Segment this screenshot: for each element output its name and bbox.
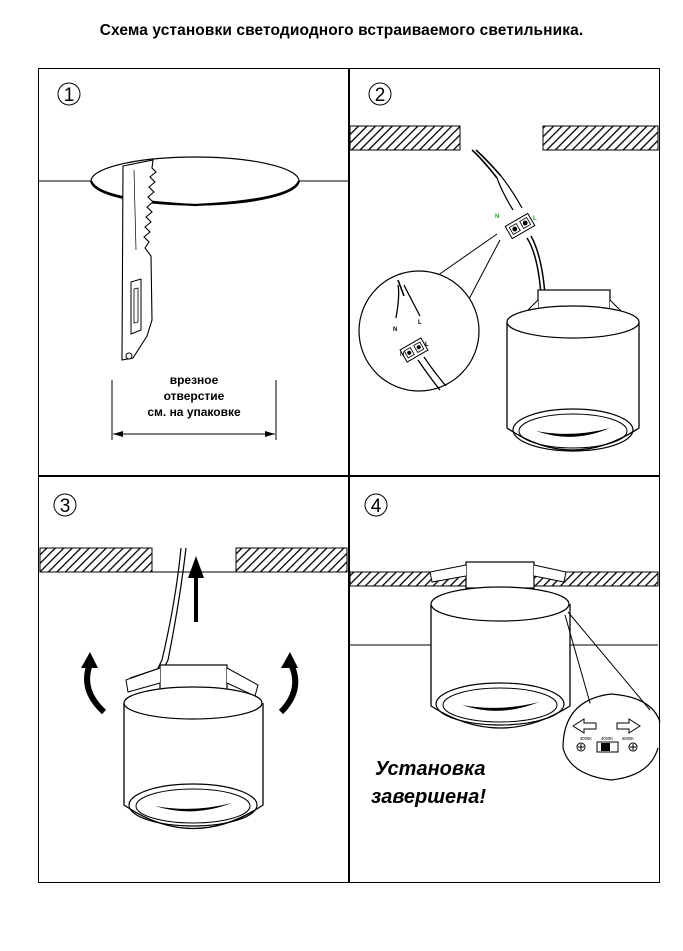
zoom-label-l: L [418, 320, 422, 326]
ceiling-section-left [349, 125, 461, 151]
page-title: Схема установки светодиодного встраиваем… [99, 22, 584, 39]
cct-label-6000k: 6000K [622, 736, 634, 741]
zoom-terminal-label-n: N [400, 352, 404, 358]
cct-label-3000k: 3000K [580, 736, 592, 741]
screw-icon [628, 742, 638, 752]
step-1-panel: 1 врезное отверстие см. на упаковке [38, 82, 348, 440]
hole-label-line-1: врезное [170, 373, 219, 387]
mains-cable [471, 149, 523, 211]
lamp-cable [526, 237, 542, 296]
hole-label-line-3: см. на упаковке [147, 405, 241, 419]
ceiling-section-right [542, 125, 659, 151]
step-3-number-badge: 3 [53, 493, 77, 517]
step-1-number: 1 [64, 85, 75, 106]
cct-switch-zoom-callout: 3000K 4000K 6000K [562, 693, 661, 781]
arrow-right-icon [616, 718, 641, 734]
lamp-cable [157, 547, 182, 669]
ceiling-section-right [235, 547, 348, 573]
ceiling-section-left [39, 547, 153, 573]
completion-text-line-1: Установка [375, 758, 485, 780]
step-2-number-badge: 2 [368, 82, 392, 106]
step-3-number: 3 [60, 496, 71, 517]
wiring-zoom-callout: N L N L [358, 270, 480, 392]
downlight-fixture [429, 561, 571, 729]
dimension-marker [111, 380, 277, 440]
cct-switch-slider [596, 741, 619, 753]
cable-label-n: N [495, 214, 499, 220]
step-3-panel: 3 [39, 493, 348, 830]
saw-icon [121, 159, 157, 361]
hole-label-line-2: отверстие [164, 389, 225, 403]
downlight-fixture [123, 664, 264, 830]
rotate-arrow-right-icon [278, 652, 299, 715]
cct-label-4000k: 4000K [601, 736, 613, 741]
push-up-arrow-icon [188, 556, 204, 622]
terminal-block-icon [504, 212, 536, 240]
rotate-arrow-left-icon [81, 652, 107, 715]
step-4-number-badge: 4 [364, 493, 388, 517]
step-4-number: 4 [371, 496, 382, 517]
completion-text-line-2: завершена! [371, 786, 486, 808]
screw-icon [576, 742, 586, 752]
arrow-left-icon [572, 718, 597, 734]
step-1-number-badge: 1 [57, 82, 81, 106]
zoom-label-n: N [393, 327, 397, 333]
cable-label-l: L [533, 216, 537, 222]
grid-divider-horizontal [38, 475, 660, 477]
downlight-fixture [506, 289, 640, 452]
step-4-panel: 4 [349, 493, 661, 808]
zoom-terminal-label-l: L [425, 342, 429, 348]
step-2-number: 2 [375, 85, 386, 106]
step-2-panel: 2 N L [349, 82, 659, 452]
